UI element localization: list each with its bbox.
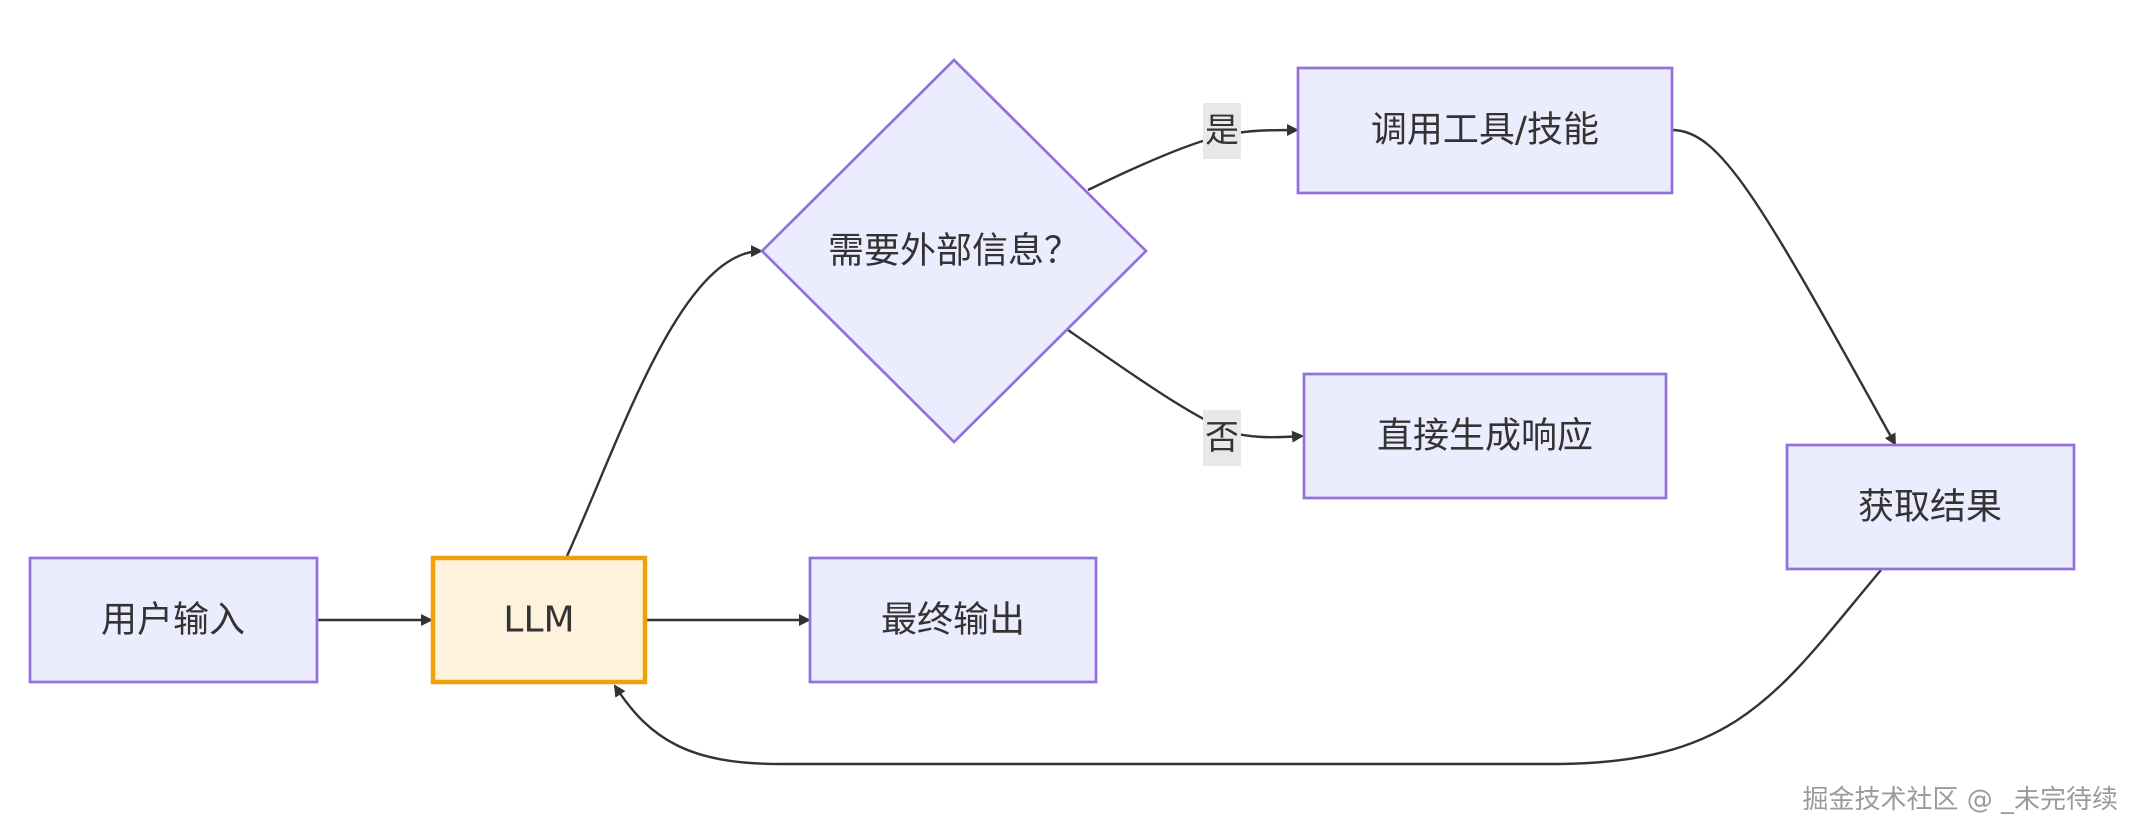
edge-llm-to-decision (565, 245, 763, 557)
node-direct-response[interactable]: 直接生成响应 (1302, 372, 1668, 500)
edge-label-yes-text: 是 (1205, 111, 1239, 151)
edge-label-no: 否 (1203, 410, 1241, 466)
node-llm-label: LLM (503, 600, 574, 641)
node-get-result-label: 获取结果 (1858, 487, 2002, 528)
node-decision[interactable]: 需要外部信息？ (760, 58, 1148, 444)
node-final-output[interactable]: 最终输出 (808, 556, 1098, 684)
edge-call-tool-to-get-result (1671, 128, 1897, 446)
node-direct-response-label: 直接生成响应 (1377, 416, 1593, 457)
edge-decision-to-call-tool (1087, 124, 1299, 192)
watermark-text: 掘金技术社区 @ _未完待续 (1802, 785, 2118, 815)
edge-get-result-to-llm (613, 569, 1882, 766)
edge-label-no-text: 否 (1205, 418, 1239, 458)
edge-label-yes: 是 (1203, 103, 1241, 159)
node-user-input[interactable]: 用户输入 (28, 556, 319, 684)
node-decision-label: 需要外部信息？ (828, 231, 1080, 272)
edge-decision-to-direct-response (1067, 329, 1304, 443)
node-call-tool-label: 调用工具/技能 (1371, 110, 1599, 151)
node-get-result[interactable]: 获取结果 (1785, 443, 2076, 571)
node-call-tool[interactable]: 调用工具/技能 (1296, 66, 1674, 195)
node-llm[interactable]: LLM (430, 555, 648, 685)
node-user-input-label: 用户输入 (101, 600, 245, 641)
node-final-output-label: 最终输出 (881, 600, 1025, 641)
